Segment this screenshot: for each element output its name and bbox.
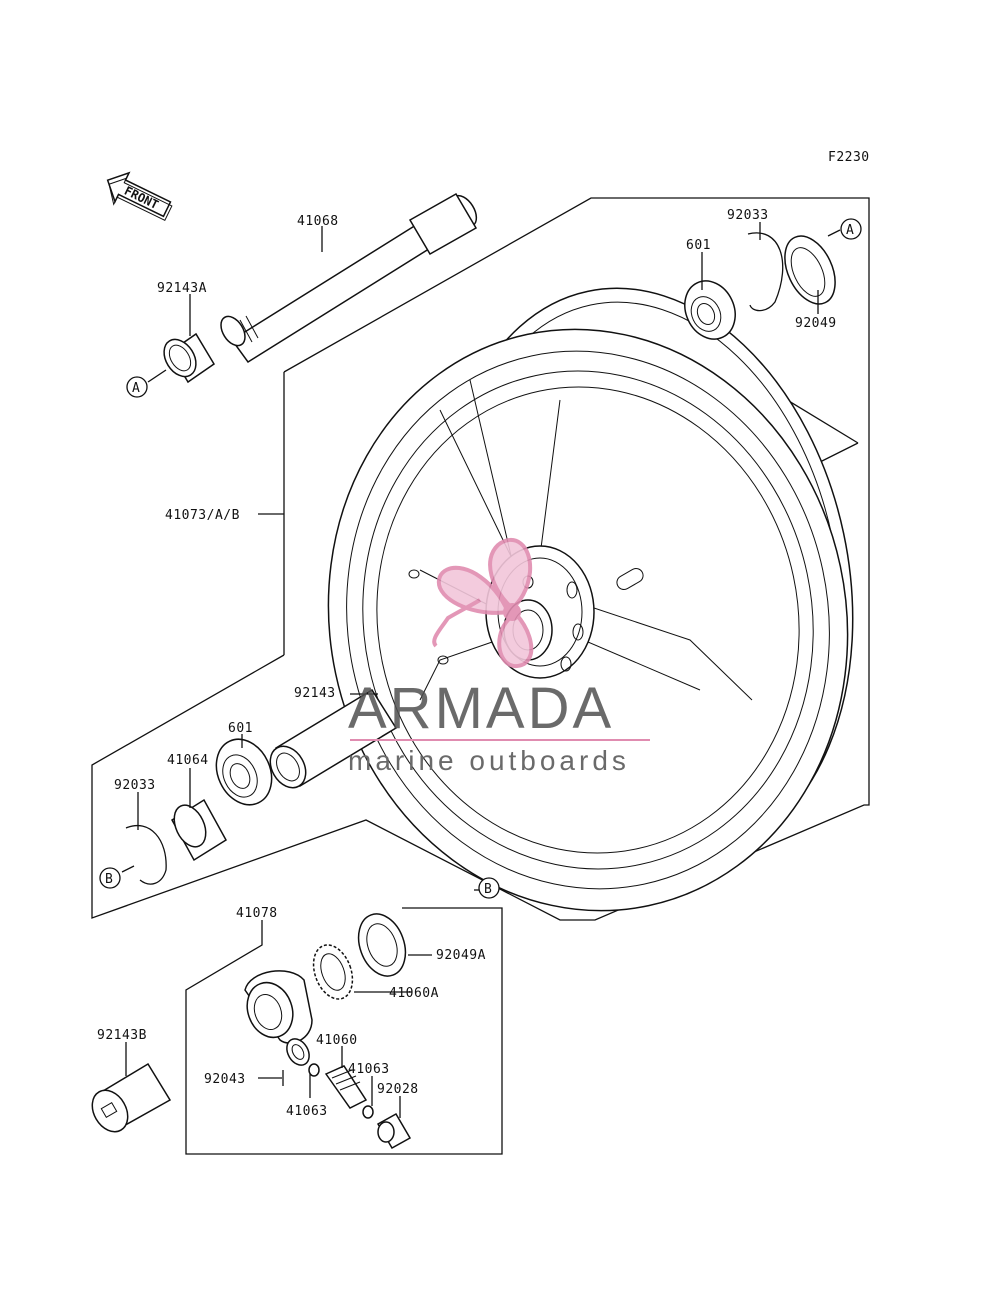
watermark-brand: ARMADA <box>348 676 614 741</box>
gear-shaft-41063 <box>324 1065 368 1109</box>
label-92028: 92028 <box>377 1082 419 1097</box>
seal-92049 <box>784 235 836 305</box>
svg-text:B: B <box>105 872 113 887</box>
lower-bracket <box>185 907 503 1155</box>
collar-92143a <box>163 332 216 384</box>
circlip-92033-top <box>747 232 784 312</box>
ref-circle-b-left: B <box>99 867 121 889</box>
label-601-top: 601 <box>686 238 711 253</box>
gear-housing-41078 <box>244 970 313 1044</box>
label-41063-a: 41063 <box>348 1062 390 1077</box>
pinion-41060 <box>286 1038 310 1066</box>
axle-41068 <box>220 192 478 364</box>
label-92033-bottom: 92033 <box>114 778 156 793</box>
label-41068: 41068 <box>297 214 339 229</box>
label-92049: 92049 <box>795 316 837 331</box>
watermark: ARMADA marine outboards <box>348 538 650 776</box>
washer-41063 <box>308 1063 374 1119</box>
bushing-92028 <box>376 1112 412 1150</box>
circlip-92033-bottom <box>125 824 167 885</box>
diagram-code: F2230 <box>828 150 870 165</box>
propeller-logo-icon <box>432 538 534 668</box>
label-92033-top: 92033 <box>727 208 769 223</box>
bearing-601-bottom <box>215 738 273 806</box>
part-labels: 41068 92143A 601 92033 92049 41073/A/B 9… <box>97 208 837 1119</box>
bearing-601-top <box>684 280 736 340</box>
label-92049a: 92049A <box>436 948 486 963</box>
collar-92143b <box>91 1062 172 1133</box>
leader-lines <box>121 222 841 1118</box>
label-41060: 41060 <box>316 1033 358 1048</box>
ref-circle-b-right: B <box>478 877 500 899</box>
label-41073: 41073/A/B <box>165 508 240 523</box>
svg-text:B: B <box>484 882 492 897</box>
label-41063-b: 41063 <box>286 1104 328 1119</box>
svg-text:A: A <box>132 381 140 396</box>
ref-circle-a-top: A <box>840 218 862 240</box>
watermark-tagline: marine outboards <box>348 745 630 776</box>
spacer-41064 <box>171 798 227 862</box>
ref-circle-a-left: A <box>126 376 148 398</box>
label-41078: 41078 <box>236 906 278 921</box>
label-92143b: 92143B <box>97 1028 147 1043</box>
drive-gear-41060a <box>312 944 354 1000</box>
front-arrow-icon: FRONT <box>106 171 173 222</box>
label-92143a: 92143A <box>157 281 207 296</box>
label-41060a: 41060A <box>389 986 439 1001</box>
label-41064: 41064 <box>167 753 209 768</box>
label-92143: 92143 <box>294 686 336 701</box>
svg-text:A: A <box>846 223 854 238</box>
label-92043: 92043 <box>204 1072 246 1087</box>
collar-92143 <box>269 688 398 789</box>
label-601-bottom: 601 <box>228 721 253 736</box>
seal-92049a <box>357 913 407 977</box>
wheel-rim <box>327 287 854 912</box>
upper-bracket <box>91 197 870 921</box>
